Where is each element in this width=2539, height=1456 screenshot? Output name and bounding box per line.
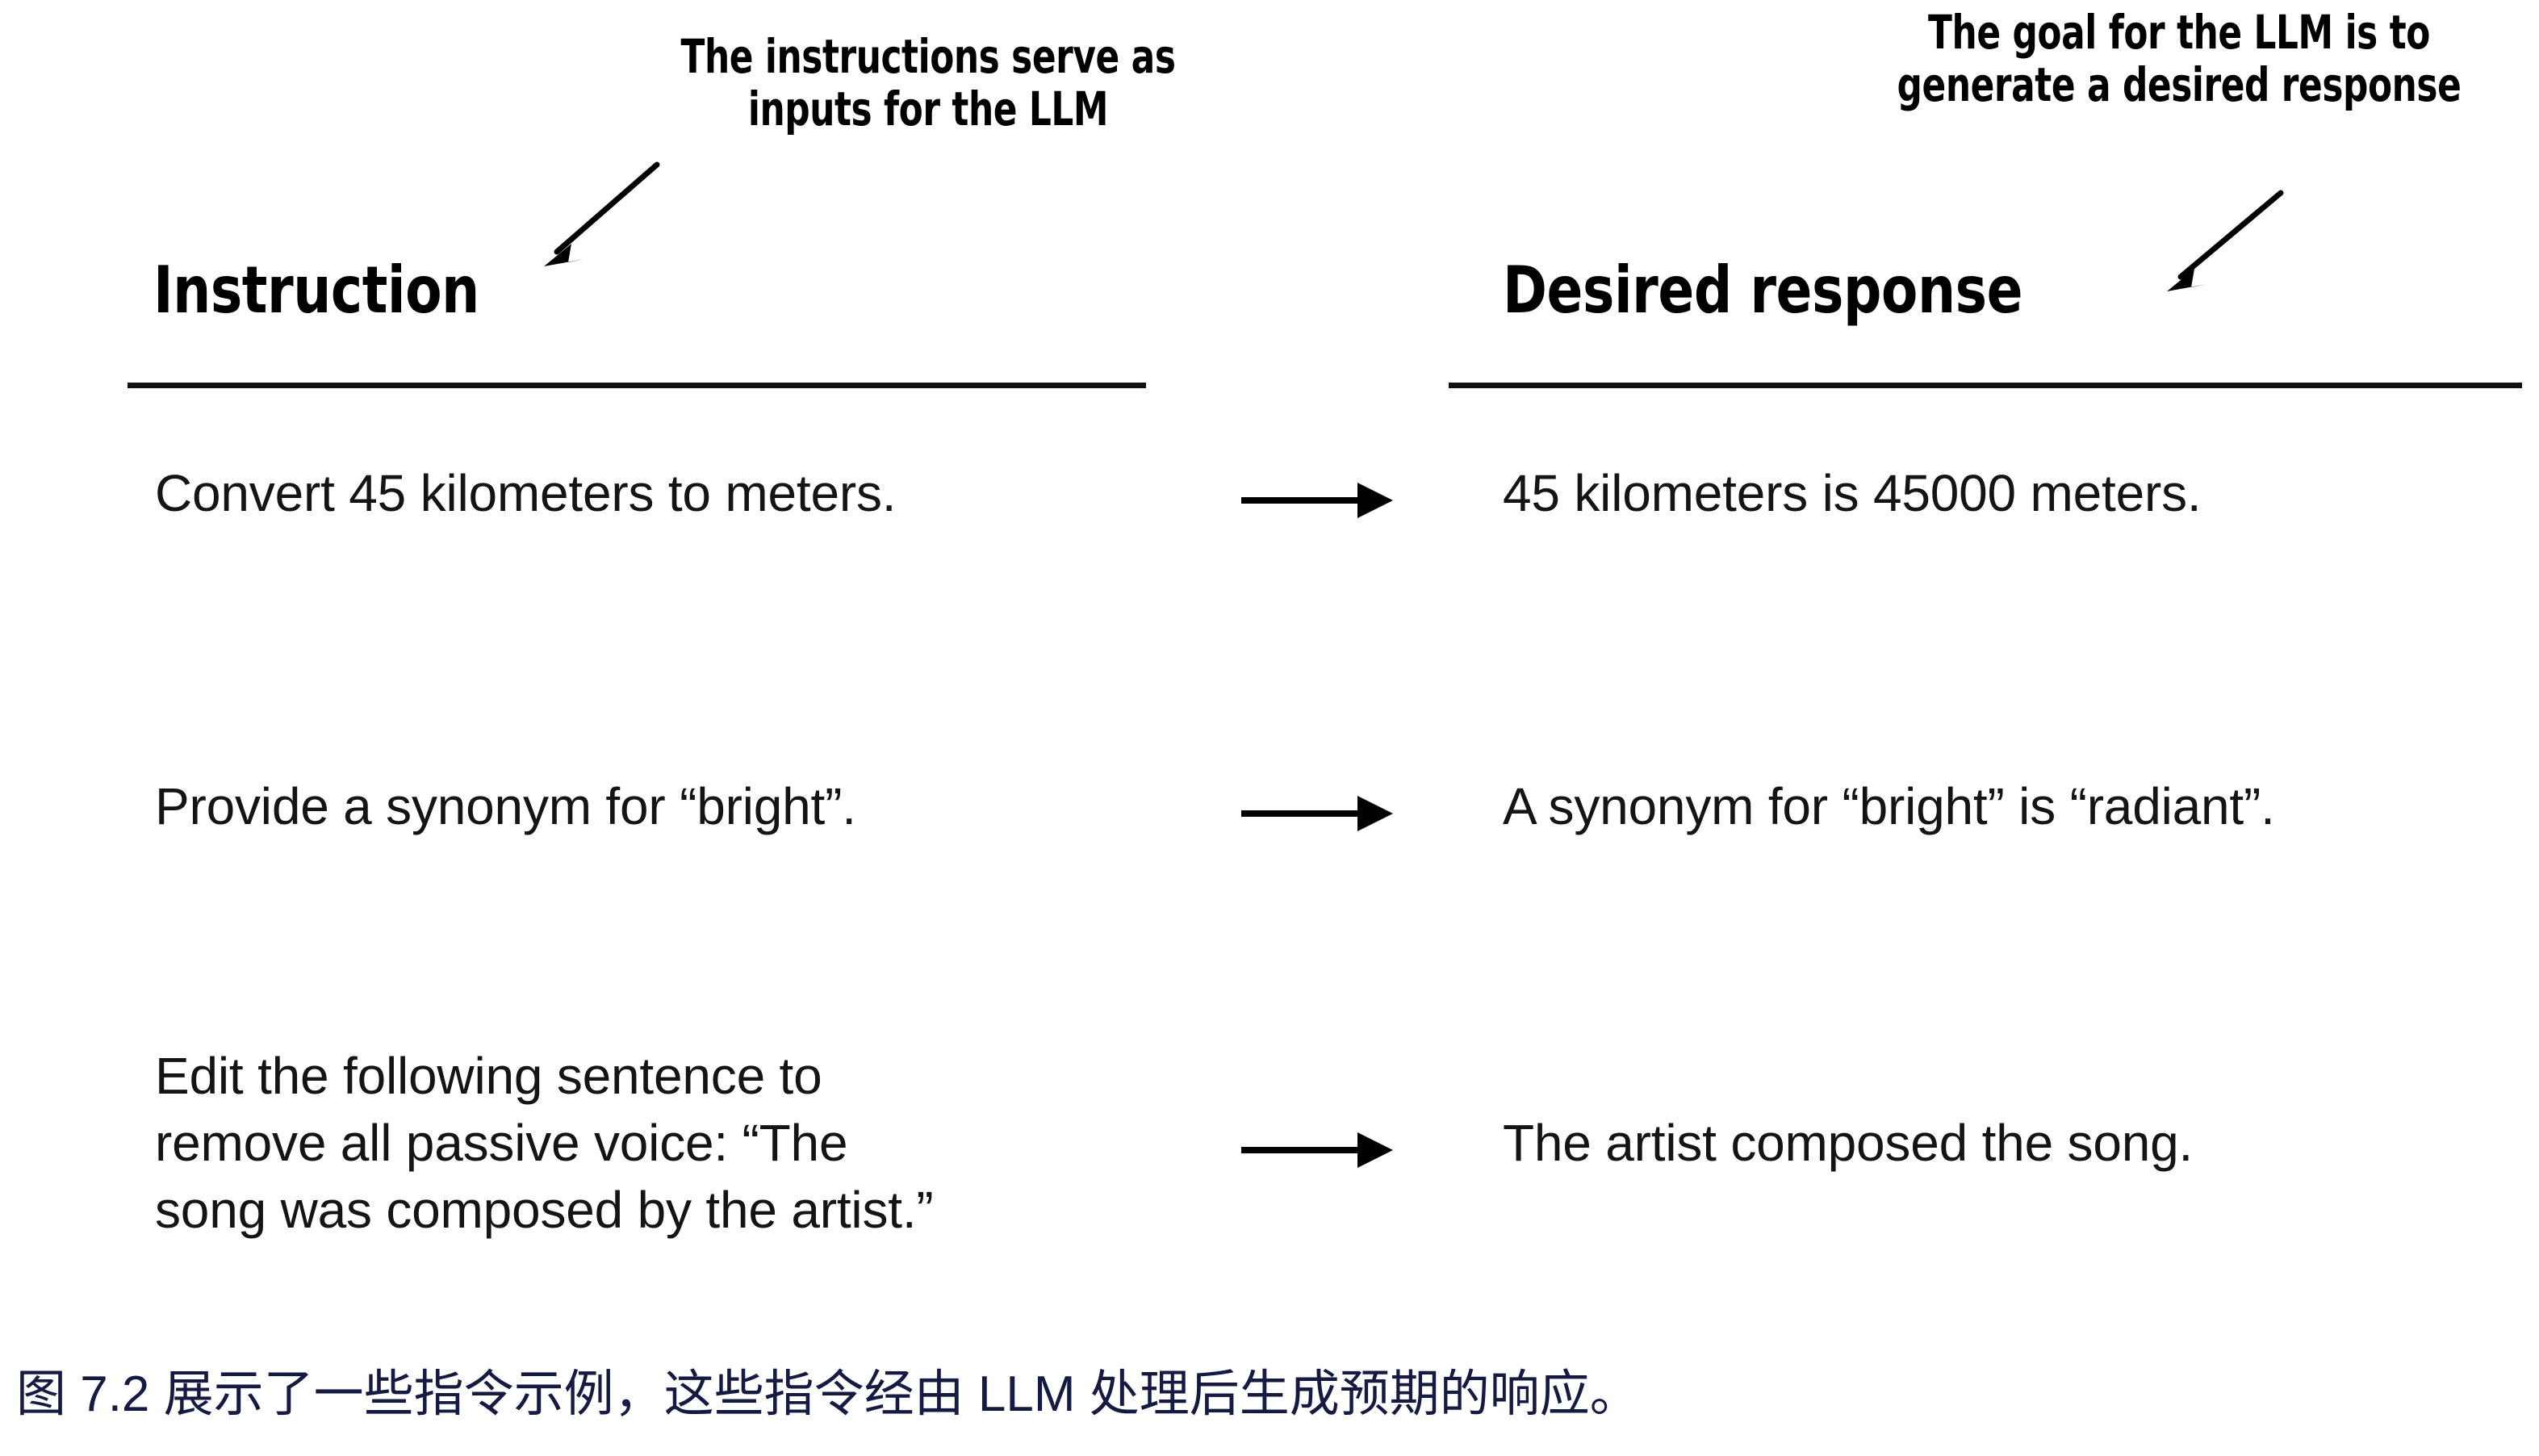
table-row-instruction-cell: Edit the following sentence to remove al…: [155, 1047, 934, 1240]
table-row-response-cell: The artist composed the song.: [1503, 1114, 2194, 1172]
arrow-right-icon: [1241, 796, 1393, 831]
table-row-response-cell: A synonym for “bright” is “radiant”.: [1503, 777, 2275, 835]
figure-caption: 图 7.2 展示了一些指令示例，这些指令经由 LLM 处理后生成预期的响应。: [16, 1366, 1640, 1422]
arrow-down-left-icon: [2167, 190, 2284, 291]
header-rule-left: [128, 383, 1146, 388]
table-row-instruction-cell: Convert 45 kilometers to meters.: [155, 464, 897, 522]
column-header-instruction: Instruction: [153, 253, 479, 328]
annotation-instruction-note: The instructions serve as inputs for the…: [680, 29, 1176, 136]
table-row-instruction-cell: Provide a synonym for “bright”.: [155, 777, 856, 835]
arrow-right-icon: [1241, 483, 1393, 518]
table-row-response-cell: 45 kilometers is 45000 meters.: [1503, 464, 2202, 522]
annotation-response-note: The goal for the LLM is to generate a de…: [1897, 5, 2462, 112]
header-rule-right: [1449, 383, 2522, 388]
arrow-down-left-icon: [544, 161, 660, 266]
column-header-desired-response: Desired response: [1503, 253, 2023, 328]
arrow-right-icon: [1241, 1132, 1393, 1168]
